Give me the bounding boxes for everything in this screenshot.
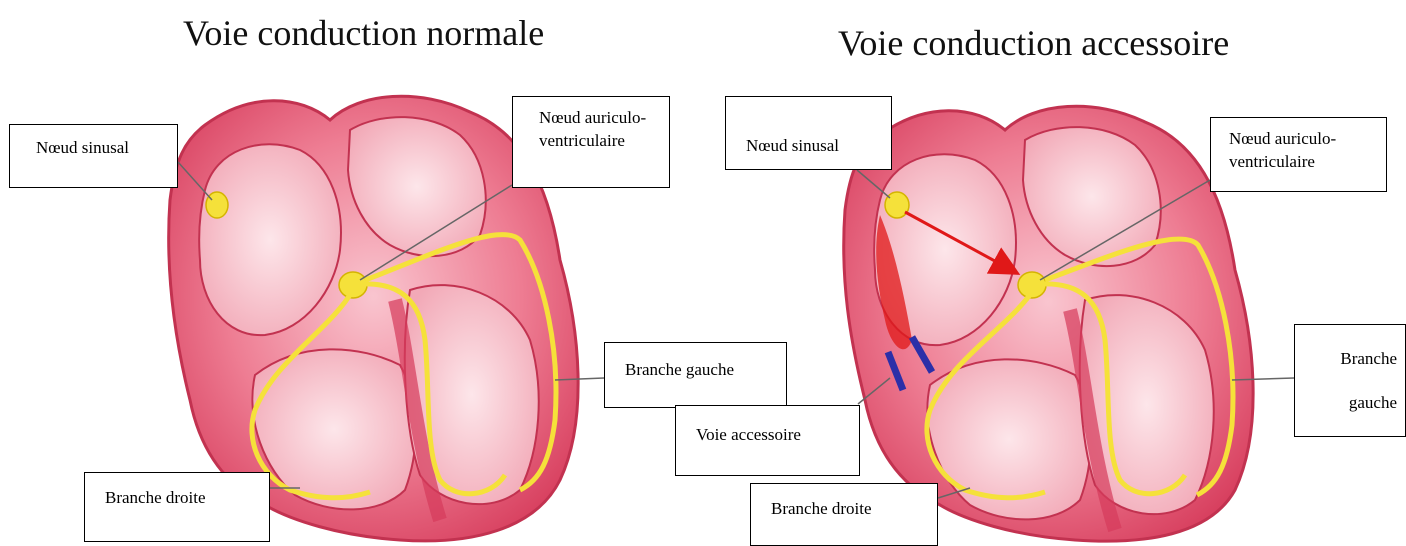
left-right-branch-text: Branche droite bbox=[105, 488, 206, 507]
left-right-branch-label: Branche droite bbox=[84, 472, 270, 542]
right-av-node-label: Nœud auriculo-ventriculaire bbox=[1210, 117, 1387, 192]
left-left-branch-label: Branche gauche bbox=[604, 342, 787, 408]
right-sinus-node-text: Nœud sinusal bbox=[746, 136, 839, 155]
right-right-branch-text: Branche droite bbox=[771, 499, 872, 518]
right-av-node-text: Nœud auriculo-ventriculaire bbox=[1229, 129, 1336, 171]
left-sinus-node-label: Nœud sinusal bbox=[9, 124, 178, 188]
right-right-branch-label: Branche droite bbox=[750, 483, 938, 546]
left-sinus-node-text: Nœud sinusal bbox=[36, 138, 129, 157]
right-sinus-node-label: Nœud sinusal bbox=[725, 96, 892, 170]
right-left-branch-text: Branche gauche bbox=[1340, 349, 1397, 412]
left-left-branch-text: Branche gauche bbox=[625, 360, 734, 379]
left-av-node-label: Nœud auriculo-ventriculaire bbox=[512, 96, 670, 188]
left-av-node-text: Nœud auriculo-ventriculaire bbox=[539, 108, 646, 150]
right-accessory-pathway-label: Voie accessoire bbox=[675, 405, 860, 476]
right-accessory-pathway-text: Voie accessoire bbox=[696, 425, 801, 444]
right-left-branch-label: Branche gauche bbox=[1294, 324, 1406, 437]
